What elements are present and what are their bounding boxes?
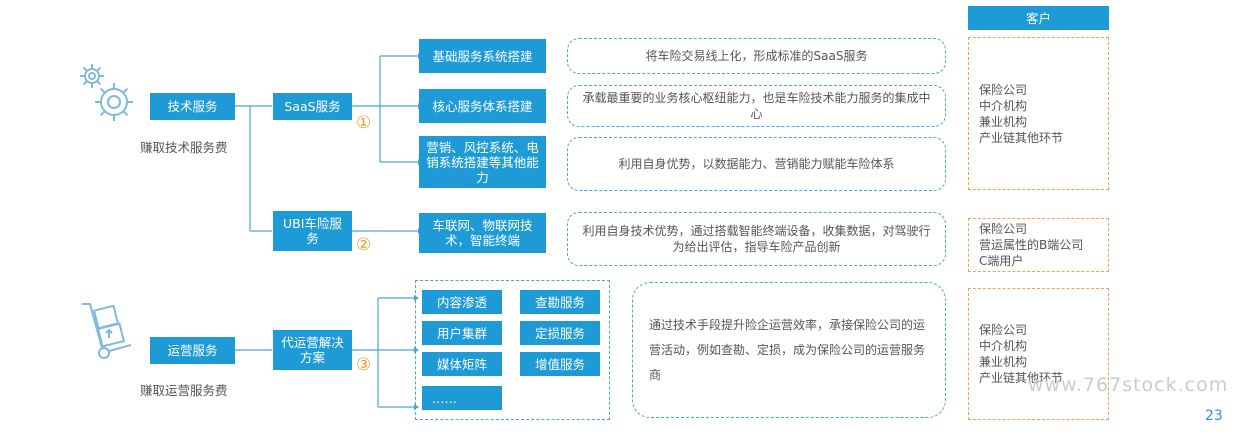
watermark: www.767stock.com bbox=[1028, 374, 1229, 396]
customer-item: 中介机构 bbox=[979, 339, 1028, 353]
customer-item: 产业链其他环节 bbox=[979, 371, 1064, 385]
customer-item: 保险公司 bbox=[979, 82, 1028, 97]
customer-item: 中介机构 bbox=[979, 98, 1028, 113]
ops-item: 内容渗透 bbox=[422, 290, 502, 314]
iot-box: 车联网、物联网技术，智能终端 bbox=[419, 213, 546, 253]
customer-item: 保险公司 bbox=[979, 323, 1028, 337]
description-3: 利用自身优势，以数据能力、营销能力赋能车险体系 bbox=[567, 137, 946, 191]
ops-solution-box: 代运营解决方案 bbox=[273, 330, 352, 370]
ubi-service-box: UBI车险服务 bbox=[273, 211, 352, 251]
ops-item: 用户集群 bbox=[422, 321, 502, 345]
ops-item: 定损服务 bbox=[520, 321, 600, 345]
ops-items-group bbox=[415, 280, 610, 420]
customer-group-1: 保险公司 中介机构 兼业机构 产业链其他环节 bbox=[968, 37, 1109, 190]
customer-item: 营运属性的B端公司 bbox=[979, 238, 1084, 252]
marker-one: ① bbox=[356, 113, 372, 133]
ops-fee-label: 赚取运营服务费 bbox=[140, 383, 228, 398]
gears-icon bbox=[72, 58, 142, 128]
tech-fee-label: 赚取技术服务费 bbox=[140, 140, 228, 155]
customer-item: 产业链其他环节 bbox=[979, 130, 1064, 145]
ops-item: 增值服务 bbox=[520, 352, 600, 376]
ops-item: …… bbox=[422, 386, 502, 410]
customer-item: 兼业机构 bbox=[979, 114, 1028, 129]
saas-service-box: SaaS服务 bbox=[273, 93, 352, 120]
customer-group-2: 保险公司 营运属性的B端公司 C端用户 bbox=[968, 218, 1109, 272]
description-2: 承载最重要的业务核心枢纽能力，也是车险技术能力服务的集成中心 bbox=[567, 85, 946, 127]
customer-header: 客户 bbox=[968, 6, 1109, 30]
description-1: 将车险交易线上化，形成标准的SaaS服务 bbox=[567, 38, 946, 74]
customer-item: 兼业机构 bbox=[979, 355, 1028, 369]
customer-item: C端用户 bbox=[979, 254, 1024, 268]
marker-three: ③ bbox=[356, 355, 372, 375]
description-5: 通过技术手段提升险企运营效率，承接保险公司的运营活动，例如查勘、定损，成为保险公… bbox=[632, 282, 946, 418]
ops-service-box: 运营服务 bbox=[150, 337, 235, 364]
customer-group-3: 保险公司 中介机构 兼业机构 产业链其他环节 bbox=[968, 288, 1109, 420]
customer-item: 保险公司 bbox=[979, 222, 1028, 236]
marker-two: ② bbox=[356, 235, 372, 255]
ops-item: 媒体矩阵 bbox=[422, 352, 502, 376]
basic-service-box: 基础服务系统搭建 bbox=[419, 39, 546, 73]
page-number: 23 bbox=[1205, 408, 1223, 424]
ops-item: 查勘服务 bbox=[520, 290, 600, 314]
description-4: 利用自身技术优势，通过搭载智能终端设备，收集数据，对驾驶行为给出评估，指导车险产… bbox=[567, 212, 946, 266]
core-service-box: 核心服务体系搭建 bbox=[419, 89, 546, 123]
marketing-system-box: 营销、风控系统、电销系统搭建等其他能力 bbox=[419, 136, 546, 188]
hand-truck-icon bbox=[76, 298, 140, 362]
tech-service-box: 技术服务 bbox=[150, 93, 235, 120]
